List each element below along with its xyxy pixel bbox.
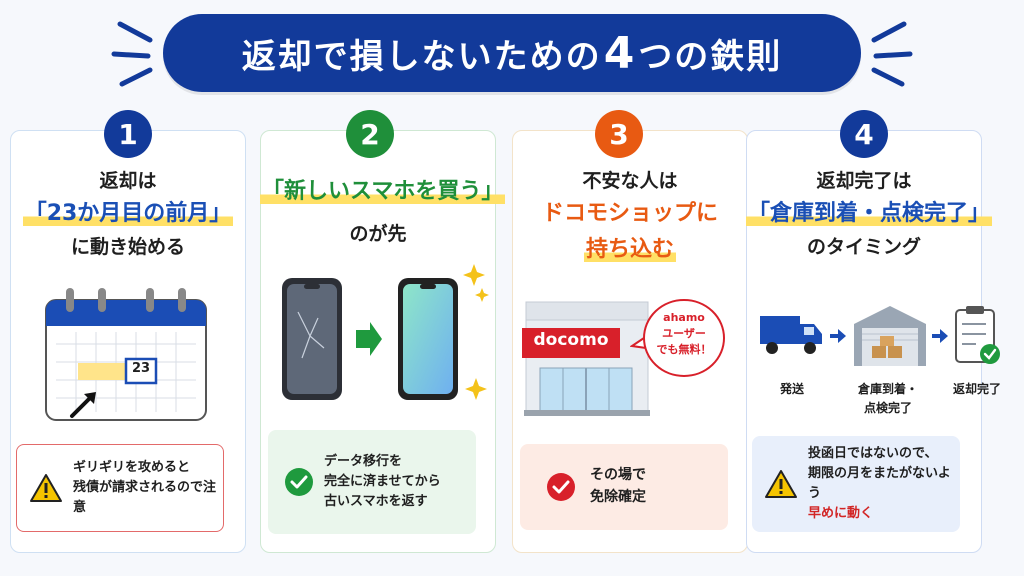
- card-1-note-line-2: 残債が請求されるので注意: [73, 479, 217, 516]
- bubble-line-2: ユーザー: [662, 326, 706, 340]
- step-number-badge-3: 3: [595, 110, 643, 158]
- card-3-note-line-1: その場で: [590, 467, 646, 484]
- warehouse-icon: [854, 306, 926, 366]
- step-number-badge-1: 1: [104, 110, 152, 158]
- bubble-line-3: でも無料！: [656, 342, 712, 356]
- calendar-icon: [45, 288, 207, 421]
- card-4-note-line-2: 期限の月をまたがないよう: [808, 465, 951, 501]
- warning-icon: [30, 474, 62, 502]
- warning-icon: [765, 470, 797, 498]
- card-2-note-line-1: データ移行を: [324, 453, 403, 469]
- card-4-line-1: 返却完了は: [816, 170, 912, 192]
- card-2-headline: 「新しいスマホを買う」 のが先: [260, 174, 506, 250]
- card-4-warning-note: 投函日ではないので、 期限の月をまたがないよう 早めに動く: [752, 436, 960, 532]
- card-1-line-3: に動き始める: [70, 235, 185, 258]
- check-circle-red-icon: [547, 473, 575, 501]
- card-4-line-2: 「倉庫到着・点検完了」: [746, 201, 993, 227]
- card-1-warning-note: ギリギリを攻めると 残債が請求されるので注意: [16, 444, 224, 532]
- card-2-check-note: データ移行を 完全に済ませてから 古いスマホを返す: [268, 430, 476, 534]
- card-4-headline: 返却完了は 「倉庫到着・点検完了」 のタイミング: [746, 166, 993, 262]
- return-process-flow: [760, 306, 1000, 366]
- card-4-note-line-1: 投函日ではないので、: [808, 445, 938, 461]
- card-4-note-line-3: 早めに動く: [808, 506, 874, 522]
- step-label-warehouse: 倉庫到着・ 点検完了: [846, 380, 930, 417]
- card-1-line-1: 返却は: [99, 170, 157, 192]
- emphasis-lines-right-icon: [871, 21, 913, 87]
- card-3-line-2: ドコモショップに: [541, 201, 718, 227]
- card-3-line-1: 不安な人は: [582, 170, 678, 192]
- step-number-badge-4: 4: [840, 110, 888, 158]
- card-2-line-1: 「新しいスマホを買う」: [260, 179, 506, 204]
- phone-upgrade-illustration: [282, 264, 489, 400]
- truck-icon: [760, 316, 822, 354]
- card-1-note-line-1: ギリギリを攻めると: [73, 459, 191, 475]
- card-4-line-3: のタイミング: [806, 235, 921, 258]
- emphasis-lines-left-icon: [111, 21, 153, 87]
- card-2-note-line-2: 完全に済ませてから: [324, 473, 441, 489]
- clipboard-check-icon: [955, 306, 1000, 364]
- docomo-shop-illustration: [522, 301, 650, 416]
- check-circle-icon: [285, 468, 313, 496]
- speech-bubble: [630, 299, 725, 377]
- card-1-line-2: 「23か月目の前月」: [22, 201, 234, 227]
- calendar-day-23: 23: [131, 361, 151, 376]
- card-3-note-line-2: 免除確定: [590, 489, 646, 505]
- step-label-complete: 返却完了: [952, 382, 1001, 396]
- bubble-line-1: ahamo: [663, 311, 705, 324]
- card-3-line-3: 持ち込む: [583, 236, 676, 262]
- step-label-warehouse-2: 点検完了: [863, 400, 912, 415]
- title-pre: 返却で損しないための: [241, 36, 602, 77]
- card-2-note-line-3: 古いスマホを返す: [324, 494, 428, 510]
- docomo-sign-text: docomo: [533, 330, 609, 350]
- card-3-headline: 不安な人は ドコモショップに 持ち込む: [512, 166, 748, 267]
- title-post: つの鉄則: [638, 36, 783, 77]
- title-number: 4: [603, 27, 637, 79]
- step-label-warehouse-1: 倉庫到着・: [857, 382, 918, 396]
- card-3-check-note: その場で 免除確定: [520, 444, 728, 530]
- step-label-ship: 発送: [779, 382, 804, 396]
- speech-bubble-text: ahamo ユーザー でも無料！: [646, 310, 722, 358]
- card-2-line-2: のが先: [349, 223, 407, 246]
- card-1-headline: 返却は 「23か月目の前月」 に動き始める: [10, 166, 246, 262]
- step-number-badge-2: 2: [346, 110, 394, 158]
